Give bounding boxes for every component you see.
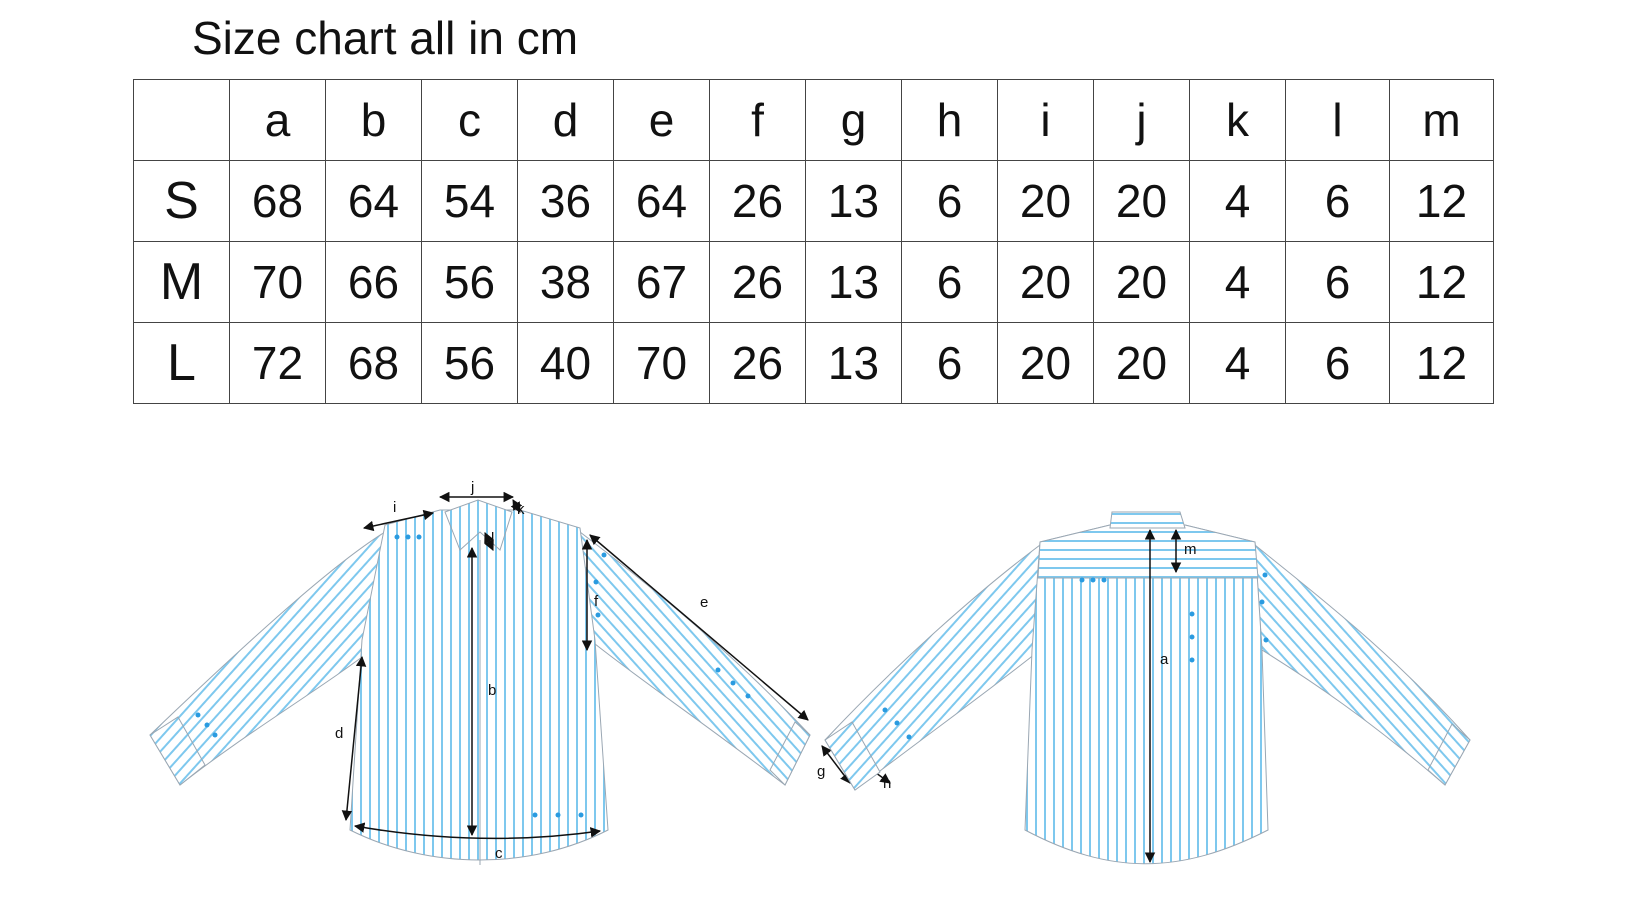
table-cell: 70 <box>613 322 710 404</box>
table-cell: 6 <box>901 160 998 242</box>
column-header: h <box>901 79 998 161</box>
table-cell: 20 <box>997 160 1094 242</box>
table-cell: 12 <box>1389 160 1494 242</box>
table-cell: 68 <box>325 322 422 404</box>
column-header: k <box>1189 79 1286 161</box>
size-label: M <box>133 241 230 323</box>
table-cell: 64 <box>613 160 710 242</box>
label-d: d <box>335 725 343 742</box>
table-cell: 20 <box>1093 241 1190 323</box>
label-g: g <box>817 763 825 780</box>
column-header: a <box>229 79 326 161</box>
label-e: e <box>700 594 708 611</box>
table-cell: 64 <box>325 160 422 242</box>
table-cell: 56 <box>421 322 518 404</box>
label-m: m <box>1184 541 1197 558</box>
table-cell: 72 <box>229 322 326 404</box>
table-cell: 54 <box>421 160 518 242</box>
table-cell: 26 <box>709 160 806 242</box>
size-label: S <box>133 160 230 242</box>
table-row: S 68 64 54 36 64 26 13 6 20 20 4 6 12 <box>133 160 1494 242</box>
table-cell: 13 <box>805 160 902 242</box>
column-header: j <box>1093 79 1190 161</box>
size-chart-table: a b c d e f g h i j k l m S 68 64 54 36 … <box>133 79 1494 404</box>
table-cell: 26 <box>709 322 806 404</box>
table-cell: 68 <box>229 160 326 242</box>
table-cell: 4 <box>1189 241 1286 323</box>
table-cell: 20 <box>997 322 1094 404</box>
table-cell: 70 <box>229 241 326 323</box>
table-row: M 70 66 56 38 67 26 13 6 20 20 4 6 12 <box>133 241 1494 323</box>
table-cell: 6 <box>1285 241 1390 323</box>
table-corner-cell <box>133 79 230 161</box>
size-label: L <box>133 322 230 404</box>
label-a: a <box>1160 651 1169 668</box>
page-title: Size chart all in cm <box>192 12 579 64</box>
label-c: c <box>495 845 503 862</box>
table-cell: 12 <box>1389 322 1494 404</box>
column-header: b <box>325 79 422 161</box>
table-cell: 4 <box>1189 322 1286 404</box>
table-cell: 6 <box>1285 160 1390 242</box>
table-cell: 36 <box>517 160 614 242</box>
table-cell: 40 <box>517 322 614 404</box>
column-header: l <box>1285 79 1390 161</box>
label-k: k <box>517 501 525 518</box>
table-cell: 26 <box>709 241 806 323</box>
table-cell: 13 <box>805 241 902 323</box>
label-h: h <box>883 775 891 792</box>
table-cell: 4 <box>1189 160 1286 242</box>
table-cell: 13 <box>805 322 902 404</box>
label-j: j <box>470 479 474 496</box>
label-f: f <box>594 593 599 610</box>
front-shirt: i j k l b c d e f g h <box>149 479 891 865</box>
column-header: f <box>709 79 806 161</box>
table-cell: 6 <box>901 322 998 404</box>
table-cell: 56 <box>421 241 518 323</box>
table-cell: 66 <box>325 241 422 323</box>
back-shirt: a m <box>824 511 1471 865</box>
column-header: e <box>613 79 710 161</box>
table-cell: 67 <box>613 241 710 323</box>
table-cell: 6 <box>1285 322 1390 404</box>
table-cell: 20 <box>1093 160 1190 242</box>
table-cell: 20 <box>1093 322 1190 404</box>
label-b: b <box>488 682 496 699</box>
table-cell: 12 <box>1389 241 1494 323</box>
table-row: L 72 68 56 40 70 26 13 6 20 20 4 6 12 <box>133 322 1494 404</box>
label-l: l <box>491 530 494 547</box>
label-i: i <box>393 499 396 516</box>
table-cell: 6 <box>901 241 998 323</box>
back-button-dots <box>882 572 1269 740</box>
